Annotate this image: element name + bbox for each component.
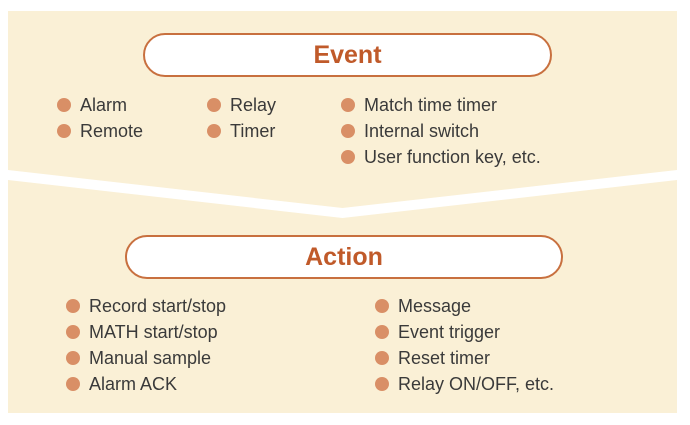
- action-title: Action: [305, 242, 383, 271]
- list-item-label: Match time timer: [364, 95, 498, 115]
- list-item: Relay: [207, 92, 276, 118]
- list-item: Record start/stop: [66, 293, 226, 319]
- bullet-icon: [341, 124, 355, 138]
- bullet-icon: [57, 124, 71, 138]
- list-item: User function key, etc.: [341, 144, 541, 170]
- event-title: Event: [313, 40, 382, 69]
- bullet-icon: [375, 351, 389, 365]
- list-item-label: Reset timer: [398, 348, 491, 368]
- list-item-label: Relay ON/OFF, etc.: [398, 374, 555, 394]
- event-title-box: Event: [143, 33, 552, 77]
- list-item-label: Event trigger: [398, 322, 501, 342]
- list-item: MATH start/stop: [66, 319, 226, 345]
- bullet-icon: [375, 299, 389, 313]
- bullet-icon: [207, 98, 221, 112]
- bullet-icon: [57, 98, 71, 112]
- list-item-label: Internal switch: [364, 121, 480, 141]
- bullet-icon: [207, 124, 221, 138]
- list-item-label: User function key, etc.: [364, 147, 541, 167]
- list-item: Message: [375, 293, 554, 319]
- list-item-label: Record start/stop: [89, 296, 227, 316]
- list-item: Alarm: [57, 92, 143, 118]
- list-item-label: Remote: [80, 121, 144, 141]
- list-item: Internal switch: [341, 118, 541, 144]
- list-item: Alarm ACK: [66, 371, 226, 397]
- bullet-icon: [375, 377, 389, 391]
- list-item-label: Relay: [230, 95, 277, 115]
- action-panel: [8, 180, 677, 413]
- action-title-box: Action: [125, 235, 563, 279]
- bullet-icon: [375, 325, 389, 339]
- list-item-label: MATH start/stop: [89, 322, 218, 342]
- list-item: Timer: [207, 118, 276, 144]
- list-item: Reset timer: [375, 345, 554, 371]
- bullet-icon: [66, 351, 80, 365]
- list-item: Remote: [57, 118, 143, 144]
- list-item-label: Alarm ACK: [89, 374, 178, 394]
- bullet-icon: [66, 377, 80, 391]
- list-item-label: Manual sample: [89, 348, 212, 368]
- list-item-label: Alarm: [80, 95, 128, 115]
- list-item: Manual sample: [66, 345, 226, 371]
- list-item: Relay ON/OFF, etc.: [375, 371, 554, 397]
- list-item: Event trigger: [375, 319, 554, 345]
- list-item: Match time timer: [341, 92, 541, 118]
- list-item-label: Message: [398, 296, 472, 316]
- bullet-icon: [66, 325, 80, 339]
- list-item-label: Timer: [230, 121, 276, 141]
- bullet-icon: [341, 98, 355, 112]
- bullet-icon: [66, 299, 80, 313]
- bullet-icon: [341, 150, 355, 164]
